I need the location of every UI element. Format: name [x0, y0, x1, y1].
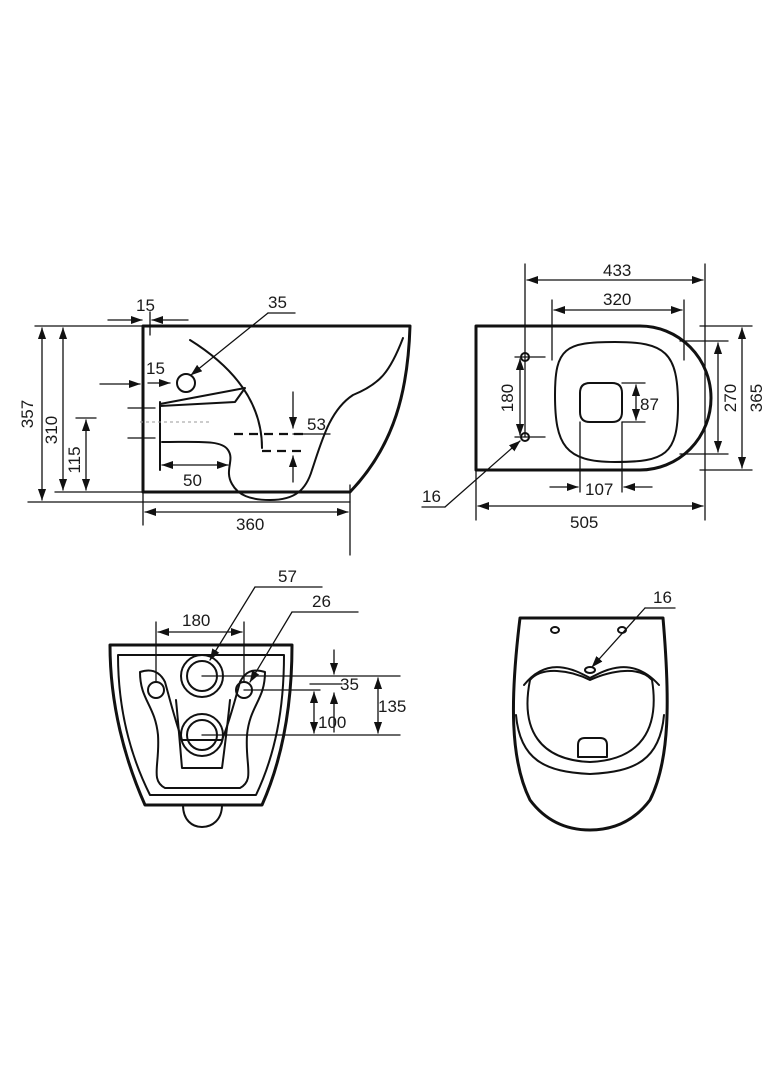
rear-view-inner-outline [117, 654, 285, 796]
front-view-rim [523, 666, 660, 686]
label-side-inlet-diameter: 35 [268, 293, 287, 312]
label-rear-outlet-diameter: 57 [278, 567, 297, 586]
front-view-hinge-left [550, 626, 560, 634]
leader-rear-outlet [209, 586, 256, 661]
label-top-total-width: 365 [747, 384, 766, 412]
label-side-top-offset: 15 [136, 296, 155, 315]
label-top-total-length: 505 [570, 513, 598, 532]
leader-front-rim-hole [591, 607, 646, 668]
front-view-bowl [526, 669, 655, 763]
rear-view-mount-inner [175, 699, 231, 769]
rear-view-mount-frame [139, 669, 266, 789]
label-side-length: 360 [236, 515, 264, 534]
top-view-drain [579, 382, 623, 423]
label-top-bolt-spacing: 180 [498, 384, 517, 412]
label-top-bolt-hole: 16 [422, 487, 441, 506]
label-rear-inlet-diameter: 35 [340, 675, 359, 694]
leader-top-bolt-hole [444, 440, 521, 508]
label-rear-bolt-height: 100 [318, 713, 346, 732]
label-top-inner-length: 320 [603, 290, 631, 309]
front-view-drain [577, 737, 608, 758]
side-view-body-outline [141, 324, 412, 494]
front-view-rim-hole [584, 666, 596, 674]
side-view-bowl-curve [161, 337, 404, 501]
label-top-drain-width: 107 [585, 480, 613, 499]
label-rear-inlet-height: 135 [378, 697, 406, 716]
side-view-flush-arc [189, 339, 263, 449]
side-view-inlet [176, 373, 196, 393]
rear-view-skirt [182, 804, 223, 828]
label-rear-bolt-diameter: 26 [312, 592, 331, 611]
label-rear-bolt-spacing: 180 [182, 611, 210, 630]
front-view-bowl-rear [515, 714, 665, 775]
rear-view: 57 26 180 35 100 135 [108, 567, 406, 828]
rear-view-outer-outline [108, 643, 294, 807]
label-side-total-height: 357 [18, 400, 37, 428]
rear-view-bolt-left [147, 681, 165, 699]
label-side-body-height: 310 [42, 416, 61, 444]
side-view-trap [159, 387, 246, 407]
top-view-outline [474, 324, 713, 472]
side-view: 15 35 15 53 50 357 310 115 360 [18, 293, 412, 556]
label-side-outlet-depth: 50 [183, 471, 202, 490]
top-view-bowl [554, 341, 679, 463]
leader-rear-bolt [249, 611, 293, 683]
label-top-inner-width: 270 [721, 384, 740, 412]
label-top-outer-length: 433 [603, 261, 631, 280]
top-view: 433 320 180 87 270 365 16 107 [421, 261, 766, 532]
label-side-outlet-height: 115 [65, 446, 84, 473]
label-top-drain-height: 87 [640, 395, 659, 414]
label-front-rim-hole: 16 [653, 588, 672, 607]
leader-side-inlet [190, 312, 269, 376]
label-side-inlet-offset: 15 [146, 359, 165, 378]
front-view-outline [511, 616, 669, 832]
front-view: 16 [511, 588, 676, 832]
label-side-outlet-width: 53 [307, 415, 326, 434]
